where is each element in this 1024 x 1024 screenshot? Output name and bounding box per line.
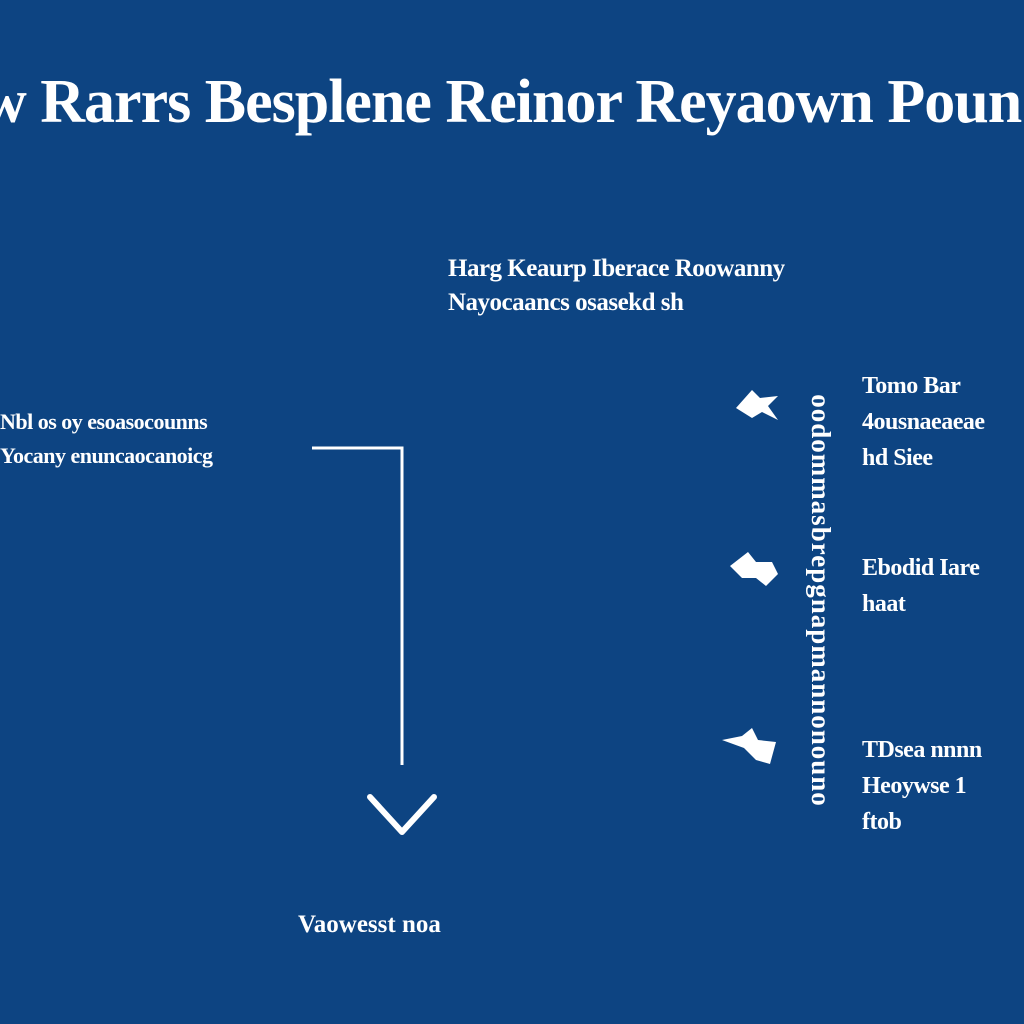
right-item-2-line-2: haat	[862, 591, 906, 617]
right-item-1-line-3: hd Siee	[862, 445, 933, 471]
subtitle-line-2: Nayocaancs osasekd sh	[448, 289, 684, 316]
left-label-line-2: Yocany enuncaocanoicg	[0, 443, 213, 468]
left-label: Nbl os oy esoasocounns Yocany enuncaocan…	[0, 405, 213, 473]
bird-arrow-icon-3	[722, 728, 776, 764]
right-item-1-line-1: Tomo Bar	[862, 373, 961, 399]
right-item-3-line-3: ftob	[862, 809, 902, 835]
right-item-3-line-2: Heoywse 1	[862, 773, 967, 799]
bird-arrow-icon-2	[730, 552, 778, 586]
right-item-2-line-1: Ebodid Iare	[862, 555, 980, 581]
bird-arrow-icon-1	[736, 390, 778, 420]
bottom-label-text: Vaowesst noa	[298, 911, 441, 938]
right-item-1-line-2: 4ousnaeaeae	[862, 409, 985, 435]
title-text: w Rarrs Besplene Reinor Reyaown Poun I	[0, 68, 1024, 136]
vertical-label-text: oodommasbrepgnapmannonouno	[805, 393, 836, 807]
bottom-label: Vaowesst noa	[298, 905, 441, 945]
right-item-3-line-1: TDsea nnnn	[862, 737, 982, 763]
vertical-label: oodommasbrepgnapmannonouno	[800, 393, 840, 807]
elbow-connector	[312, 446, 404, 765]
left-label-line-1: Nbl os oy esoasocounns	[0, 409, 208, 434]
subtitle-line-1: Harg Keaurp Iberace Roowanny	[448, 255, 785, 282]
right-item-2: Ebodid Iare haat	[862, 550, 980, 622]
right-item-3: TDsea nnnn Heoywse 1 ftob	[862, 732, 982, 840]
diagram-title: w Rarrs Besplene Reinor Reyaown Poun I	[0, 62, 1024, 142]
right-item-1: Tomo Bar 4ousnaeaeae hd Siee	[862, 368, 985, 476]
subtitle: Harg Keaurp Iberace Roowanny Nayocaancs …	[448, 252, 785, 320]
chevron-down-icon	[367, 794, 437, 835]
